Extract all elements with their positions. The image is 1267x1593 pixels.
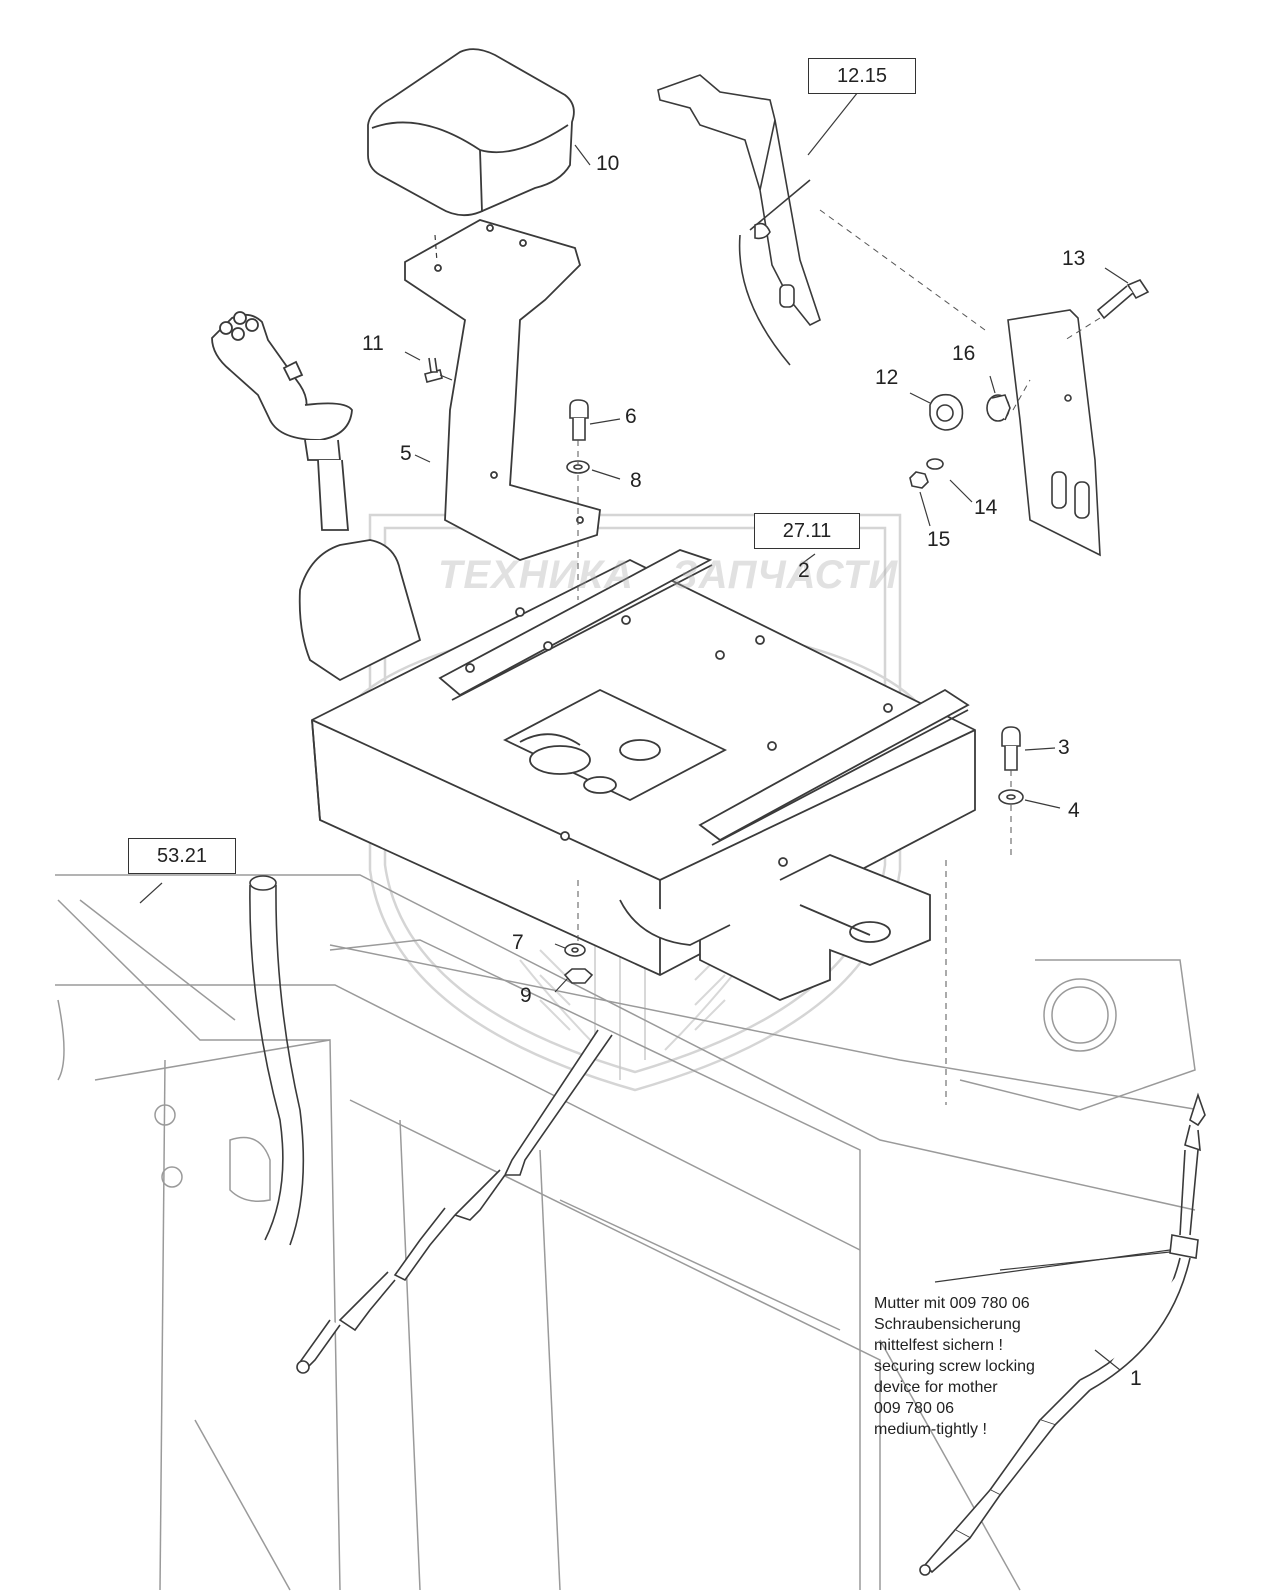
mounting-bracket-part [657, 74, 821, 366]
fasteners [424, 279, 1150, 984]
callout-13: 13 [1062, 247, 1086, 270]
callout-12: 12 [875, 366, 899, 389]
joystick-part [211, 311, 422, 682]
callout-14: 14 [974, 496, 998, 519]
callout-6: 6 [625, 405, 637, 428]
callout-5: 5 [400, 442, 412, 465]
reference-box-12-15[interactable]: 12.15 [808, 58, 916, 94]
plate-bracket-part [1007, 309, 1101, 557]
cable-part [919, 1092, 1206, 1576]
reference-box-27-11[interactable]: 27.11 [754, 513, 860, 549]
callout-16: 16 [952, 342, 976, 365]
seat-cushion-part [367, 48, 575, 217]
callout-10: 10 [596, 152, 620, 175]
assembly-note: Mutter mit 009 780 06 Schraubensicherung… [874, 1295, 1035, 1438]
callout-1: 1 [1130, 1367, 1142, 1390]
callout-7: 7 [512, 931, 524, 954]
callout-3: 3 [1058, 736, 1070, 759]
hose-pipe [249, 875, 305, 1246]
reference-box-53-21[interactable]: 53.21 [128, 838, 236, 874]
callout-11: 11 [362, 332, 384, 355]
callout-4: 4 [1068, 799, 1080, 822]
seat-base-part [311, 549, 976, 1001]
cab-frame [55, 874, 1201, 1591]
callout-8: 8 [630, 469, 642, 492]
callout-9: 9 [520, 984, 532, 1007]
cable-left [296, 1029, 613, 1374]
armrest-bracket-part [404, 219, 601, 561]
assembly-lines [577, 209, 1101, 1105]
callout-15: 15 [927, 528, 951, 551]
callout-2: 2 [798, 559, 810, 582]
